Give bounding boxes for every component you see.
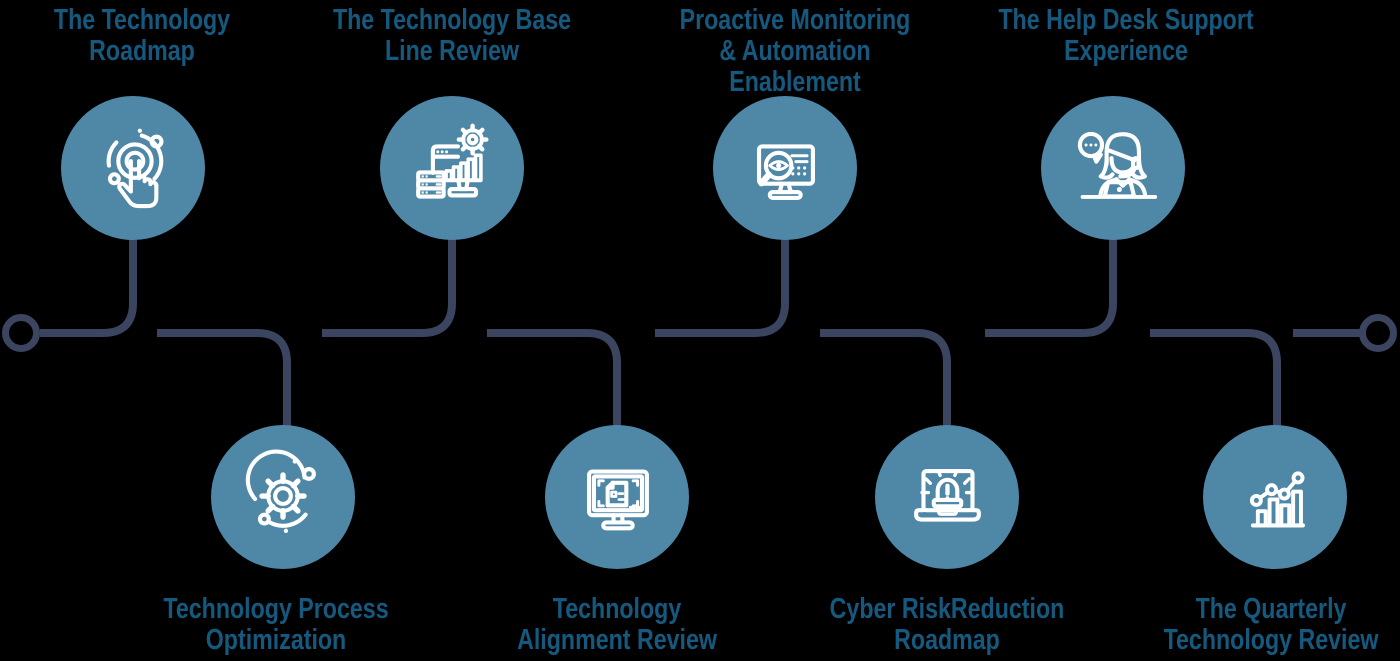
node-circle xyxy=(875,425,1019,569)
node-label: Technology Process Optimization xyxy=(140,594,412,656)
node-circle xyxy=(380,96,524,240)
alert-laptop-icon xyxy=(914,468,981,522)
node-label-line2: Technology Review xyxy=(1163,624,1379,656)
support-agent-icon xyxy=(1077,131,1158,199)
node-label: The Quarterly Technology Review xyxy=(1135,594,1400,656)
node-label-line1: The Help Desk Support xyxy=(998,4,1254,36)
node-circle xyxy=(1041,96,1185,240)
node-label-line1: Cyber RiskReduction xyxy=(829,593,1065,625)
node-label-line1: The Technology Base xyxy=(332,4,572,36)
ring-icon xyxy=(2,314,40,352)
node-circle xyxy=(61,96,205,240)
node-label-line1: Proactive Monitoring xyxy=(679,4,911,36)
node-label-line2: Alignment Review xyxy=(517,624,717,656)
node-label: Technology Alignment Review xyxy=(481,594,753,656)
node-label: Proactive Monitoring & Automation Enable… xyxy=(659,5,931,98)
gear-orbit-icon xyxy=(245,449,316,533)
node-label-line1: The Quarterly xyxy=(1195,593,1347,625)
touch-gesture-icon xyxy=(106,128,164,209)
node-label-line2: Roadmap xyxy=(89,35,195,67)
node-label-line2: Roadmap xyxy=(894,624,1000,656)
ring-icon xyxy=(1359,314,1397,352)
node-label-line2: & Automation Enablement xyxy=(719,35,871,98)
node-label-line2: Experience xyxy=(1064,35,1188,67)
node-label: The Help Desk Support Experience xyxy=(990,5,1262,67)
node-circle xyxy=(713,96,857,240)
document-monitor-icon xyxy=(587,469,649,531)
node-label-line1: The Technology xyxy=(53,4,231,36)
monitor-eye-magnifier-icon xyxy=(756,144,815,200)
bar-chart-trend-icon xyxy=(1249,471,1305,528)
node-label-line1: Technology xyxy=(552,593,682,625)
server-analytics-gear-icon xyxy=(416,123,489,199)
node-label: The Technology Base Line Review xyxy=(316,5,588,67)
node-label-line2: Line Review xyxy=(384,35,520,67)
node-label-line2: Optimization xyxy=(205,624,347,656)
node-label-line1: Technology Process xyxy=(163,593,389,625)
node-circle xyxy=(545,425,689,569)
node-circle xyxy=(1203,425,1347,569)
node-circle xyxy=(211,425,355,569)
node-label: The Technology Roadmap xyxy=(6,5,278,67)
node-label: Cyber RiskReduction Roadmap xyxy=(811,594,1083,656)
